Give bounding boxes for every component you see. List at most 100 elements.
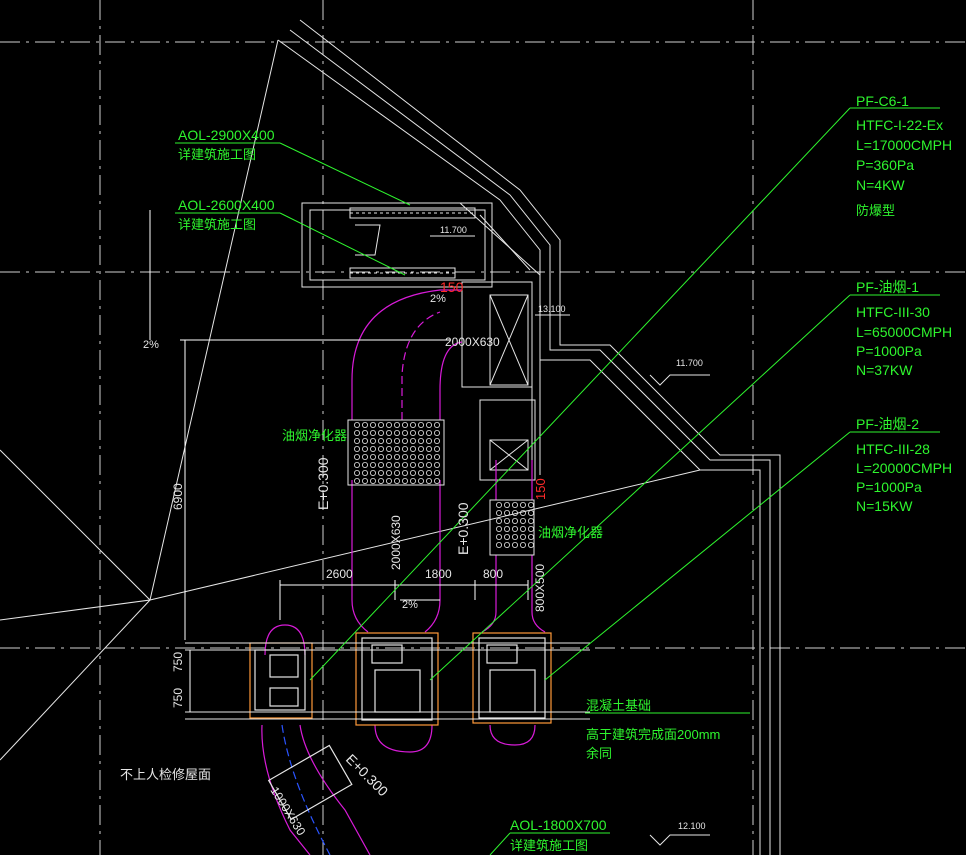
- filter-hatch-dot: [361, 477, 368, 484]
- elevation-4: 12.100: [678, 821, 706, 831]
- filter-hatch-dot: [495, 526, 502, 533]
- filter-hatch-dot: [385, 453, 392, 460]
- concrete-base-note: 高于建筑完成面200mm: [586, 727, 720, 742]
- filter-hatch-dot: [393, 429, 400, 436]
- duct-size-3: 800X500: [533, 564, 547, 612]
- fan-2-tag: PF-油烟-1: [856, 279, 919, 295]
- filter-hatch-dot: [409, 421, 416, 428]
- filter-hatch-dot: [495, 509, 502, 516]
- filter-hatch-dot: [401, 445, 408, 452]
- filter-hatch-dot: [393, 421, 400, 428]
- slope-3: 2%: [402, 599, 418, 611]
- purifier-label-2: 油烟净化器: [538, 525, 603, 540]
- filter-hatch-dot: [353, 445, 360, 452]
- filter-hatch-dot: [369, 429, 376, 436]
- fan-1-pressure: P=360Pa: [856, 157, 914, 173]
- roof-note: 不上人检修屋面: [120, 767, 211, 782]
- elevation-2: 13.100: [538, 304, 566, 314]
- filter-hatch-dot: [433, 469, 440, 476]
- filter-hatch-dot: [369, 453, 376, 460]
- base-rails: [185, 642, 590, 720]
- filter-hatch-dot: [417, 453, 424, 460]
- fan-3-tag: PF-油烟-2: [856, 416, 919, 432]
- filter-hatch-dot: [369, 421, 376, 428]
- filter-hatch-dot: [417, 477, 424, 484]
- dim-800: 800: [483, 567, 503, 581]
- fan-1-model: HTFC-I-22-Ex: [856, 117, 943, 133]
- filter-hatch-dot: [495, 518, 502, 525]
- filter-hatch-dot: [385, 429, 392, 436]
- fan-3-pressure: P=1000Pa: [856, 479, 922, 495]
- concrete-base-note-2: 余同: [586, 746, 612, 761]
- dim-750-b: 750: [171, 688, 185, 708]
- filter-hatch-dot: [520, 534, 527, 541]
- filter-hatch-dot: [385, 461, 392, 468]
- filter-hatch-dot: [401, 469, 408, 476]
- filter-hatch-dot: [512, 501, 519, 508]
- filter-hatch-dot: [393, 445, 400, 452]
- filter-hatch-dot: [409, 445, 416, 452]
- leader-lines: [175, 107, 940, 855]
- dim-750-a: 750: [171, 652, 185, 672]
- filter-hatch-dot: [353, 421, 360, 428]
- filter-hatch-dot: [425, 453, 432, 460]
- filter-hatch-dot: [361, 445, 368, 452]
- purifier-label-1: 油烟净化器: [282, 428, 347, 443]
- filter-hatch-dot: [409, 461, 416, 468]
- filter-hatch-dot: [520, 509, 527, 516]
- filter-hatch-dot: [425, 421, 432, 428]
- fan-3-model: HTFC-III-28: [856, 441, 930, 457]
- filter-hatch-dot: [425, 461, 432, 468]
- filter-hatch-dot: [361, 421, 368, 428]
- duct-size-1: 2000X630: [445, 335, 500, 349]
- filter-hatch-dot: [528, 526, 535, 533]
- filter-hatch-dot: [425, 437, 432, 444]
- duct-radius-1: 150: [440, 279, 464, 295]
- filter-hatch-dot: [353, 469, 360, 476]
- filter-hatch-dot: [361, 453, 368, 460]
- filter-hatch-dot: [377, 421, 384, 428]
- filter-hatch-dot: [377, 429, 384, 436]
- fan-2-model: HTFC-III-30: [856, 304, 930, 320]
- filter-hatch-dot: [512, 518, 519, 525]
- filter-hatch-dot: [417, 469, 424, 476]
- filter-hatch-dot: [503, 542, 510, 549]
- filter-hatch-dot: [401, 421, 408, 428]
- filter-hatch-dot: [393, 461, 400, 468]
- aol-bottom-label: AOL-1800X700: [510, 817, 607, 833]
- filter-hatch-dot: [361, 469, 368, 476]
- filter-hatch-dot: [377, 477, 384, 484]
- filter-hatch-dot: [401, 429, 408, 436]
- aol-bottom-sub: 详建筑施工图: [510, 838, 588, 853]
- filter-hatch-dot: [425, 469, 432, 476]
- filter-hatch-dot: [433, 445, 440, 452]
- filter-hatch-dot: [528, 509, 535, 516]
- filter-hatch-dot: [393, 437, 400, 444]
- filter-hatch-dot: [369, 461, 376, 468]
- aol-top-label: AOL-2900X400: [178, 127, 275, 143]
- dim-1800: 1800: [425, 567, 452, 581]
- filter-hatch-dot: [520, 526, 527, 533]
- filter-hatch-dot: [433, 477, 440, 484]
- filter-hatch-dot: [512, 509, 519, 516]
- filter-hatch-dot: [361, 429, 368, 436]
- filter-hatch-dot: [409, 469, 416, 476]
- filter-hatch-dot: [433, 429, 440, 436]
- filter-hatch-dot: [520, 501, 527, 508]
- aol-mid-label: AOL-2600X400: [178, 197, 275, 213]
- filter-hatch-dot: [528, 501, 535, 508]
- filter-hatch-dot: [433, 461, 440, 468]
- filter-hatch-dot: [503, 526, 510, 533]
- filter-hatch-dot: [385, 437, 392, 444]
- filter-hatch-dot: [495, 501, 502, 508]
- filter-hatch-dot: [377, 445, 384, 452]
- filter-hatch-dot: [369, 437, 376, 444]
- duct-elev-1: E+0.300: [315, 457, 331, 510]
- duct-elev-3: E+0.300: [343, 751, 392, 800]
- filter-hatch-dot: [377, 453, 384, 460]
- filter-hatch-dot: [377, 461, 384, 468]
- filter-hatch-dot: [393, 469, 400, 476]
- filter-hatch-dot: [401, 477, 408, 484]
- filter-hatch-dot: [520, 542, 527, 549]
- filter-hatch-dot: [433, 421, 440, 428]
